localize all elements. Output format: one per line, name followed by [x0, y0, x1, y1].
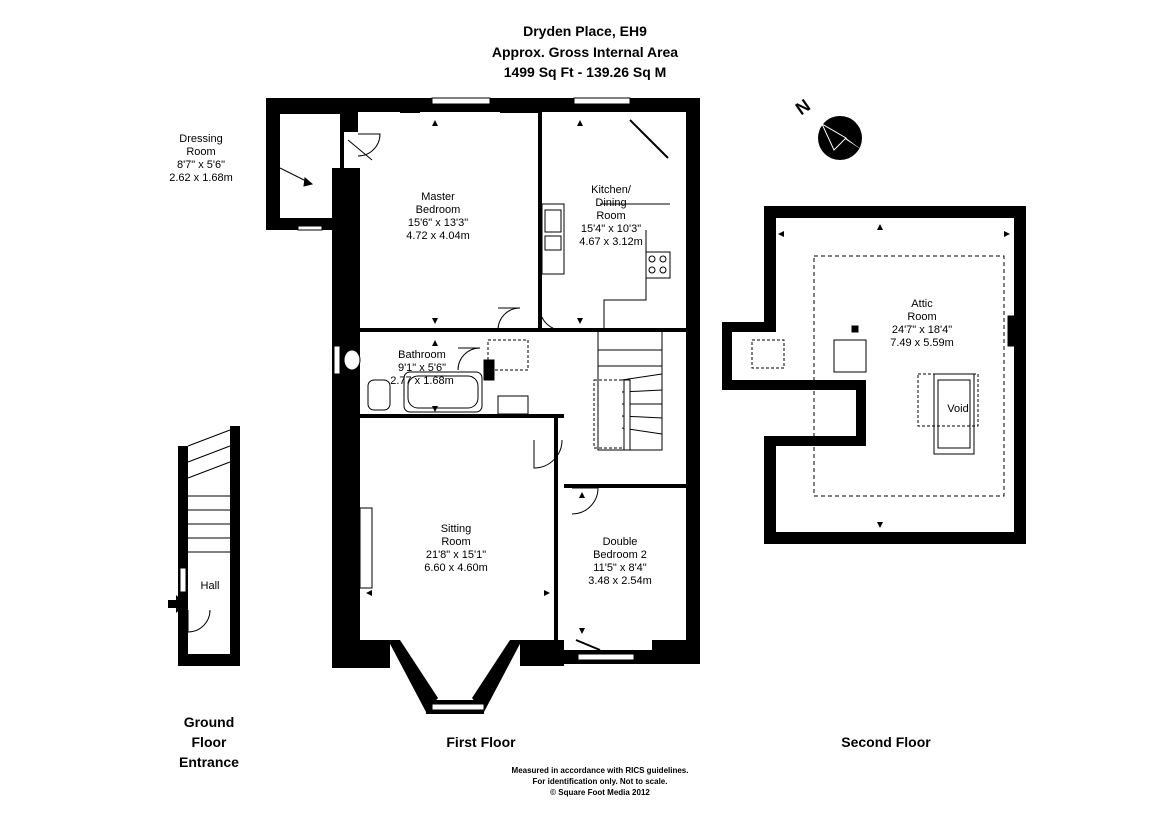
kitchen-name-3: Room [596, 210, 626, 222]
sitting-room-name-1: Sitting [440, 523, 472, 535]
footer-line-1: Measured in accordance with RICS guideli… [511, 766, 689, 775]
hall-label: Hall [200, 580, 220, 592]
master-bedroom-name-2: Bedroom [415, 204, 461, 216]
attic-room-metric: 7.49 x 5.59m [890, 337, 954, 349]
sitting-room-imperial: 21'8" x 15'1" [425, 549, 487, 561]
bathroom-metric: 2.77 x 1.68m [390, 375, 454, 387]
window-panes [179, 97, 635, 711]
header-address: Dryden Place, EH9 [523, 23, 647, 39]
kitchen-name-2: Dining [595, 197, 627, 209]
footer-line-2: For identification only. Not to scale. [532, 777, 668, 786]
sitting-bottom-left-wall [332, 640, 390, 668]
bathroom-imperial: 9'1" x 5'6" [397, 362, 447, 374]
dressing-room-metric: 2.62 x 1.68m [169, 172, 233, 184]
ground-floor-title-1: Ground [183, 714, 235, 730]
double-bedroom-2-metric: 3.48 x 2.54m [588, 575, 652, 587]
attic-features [751, 255, 1015, 497]
kitchen-label: Kitchen/ Dining Room 15'4" x 10'3" 4.67 … [566, 184, 656, 249]
attic-room-label: Attic Room 24'7" x 18'4" 7.49 x 5.59m [872, 298, 972, 350]
dressing-left-wall [266, 98, 280, 230]
bathroom-name: Bathroom [398, 349, 446, 361]
measurement-markers [366, 120, 1010, 634]
master-bedroom-imperial: 15'6" x 13'3" [407, 217, 469, 229]
double-bedroom-2-imperial: 11'5" x 8'4" [593, 562, 647, 574]
attic-room-name-2: Room [907, 311, 937, 323]
attic-room-imperial: 24'7" x 18'4" [891, 324, 953, 336]
kitchen-name-1: Kitchen/ [591, 184, 631, 196]
ground-floor-title-3: Entrance [179, 754, 239, 770]
second-floor-title: Second Floor [841, 734, 931, 750]
master-bedroom-label: Master Bedroom 15'6" x 13'3" 4.72 x 4.04… [388, 191, 488, 243]
attic-bump-top-wall [722, 322, 776, 332]
ground-bottom-wall [178, 654, 240, 666]
master-bedroom-metric: 4.72 x 4.04m [406, 230, 470, 242]
master-bedroom-name-1: Master [421, 191, 455, 203]
attic-bump-bottom-wall [722, 380, 866, 390]
sitting-room-metric: 6.60 x 4.60m [424, 562, 488, 574]
dressing-room-imperial: 8'7" x 5'6" [176, 159, 226, 171]
dressing-right-top [342, 98, 358, 132]
stairs [187, 329, 663, 553]
attic-lower-step-wall [764, 436, 866, 446]
ground-left-wall [178, 446, 188, 666]
doors [187, 133, 599, 633]
attic-bump-left-wall [722, 322, 732, 390]
dressing-room-label: Dressing Room 8'7" x 5'6" 2.62 x 1.68m [160, 133, 242, 185]
ground-right-wall [230, 426, 240, 666]
sitting-room-label: Sitting Room 21'8" x 15'1" 6.60 x 4.60m [406, 523, 506, 575]
bathroom-label: Bathroom 9'1" x 5'6" 2.77 x 1.68m [380, 349, 464, 388]
double-bedroom-2-name-2: Bedroom 2 [593, 549, 647, 561]
kitchen-fittings [541, 203, 671, 330]
ground-floor-title: Ground Floor Entrance [159, 712, 259, 772]
entrance-arrow-icon [168, 595, 186, 613]
dressing-room-name-1: Dressing [179, 133, 223, 145]
attic-top-wall [764, 206, 1026, 218]
dressing-pointer [279, 167, 314, 187]
attic-right-wall [1014, 206, 1026, 544]
first-floor-right-wall [686, 98, 700, 664]
first-floor-left-wall [332, 168, 360, 668]
footer-line-3: © Square Foot Media 2012 [550, 788, 650, 797]
fireplace [359, 507, 373, 589]
dressing-room-name-2: Room [186, 146, 216, 158]
attic-room-name-1: Attic [911, 298, 933, 310]
attic-left-lower-wall [764, 436, 776, 544]
sitting-room-name-2: Room [441, 536, 471, 548]
bathroom-fittings [343, 339, 529, 415]
ground-floor-title-2: Floor [191, 734, 227, 750]
compass-icon: N [792, 95, 862, 160]
void-label: Void [947, 403, 969, 415]
kitchen-metric: 4.67 x 3.12m [579, 236, 643, 248]
attic-inner-wall [856, 380, 866, 444]
kitchen-imperial: 15'4" x 10'3" [580, 223, 642, 235]
double-bedroom-2-name-1: Double [602, 536, 638, 548]
room-bay-outline [400, 111, 669, 651]
interior-walls [280, 110, 686, 650]
header-area-label: Approx. Gross Internal Area [491, 44, 679, 60]
attic-left-upper-wall [764, 206, 776, 328]
compass-letter: N [792, 95, 814, 119]
first-floor-title: First Floor [446, 734, 516, 750]
attic-bottom-wall [764, 532, 1026, 544]
double-bedroom-2-label: Double Bedroom 2 11'5" x 8'4" 3.48 x 2.5… [572, 536, 668, 588]
header-area-value: 1499 Sq Ft - 139.26 Sq M [503, 64, 667, 80]
